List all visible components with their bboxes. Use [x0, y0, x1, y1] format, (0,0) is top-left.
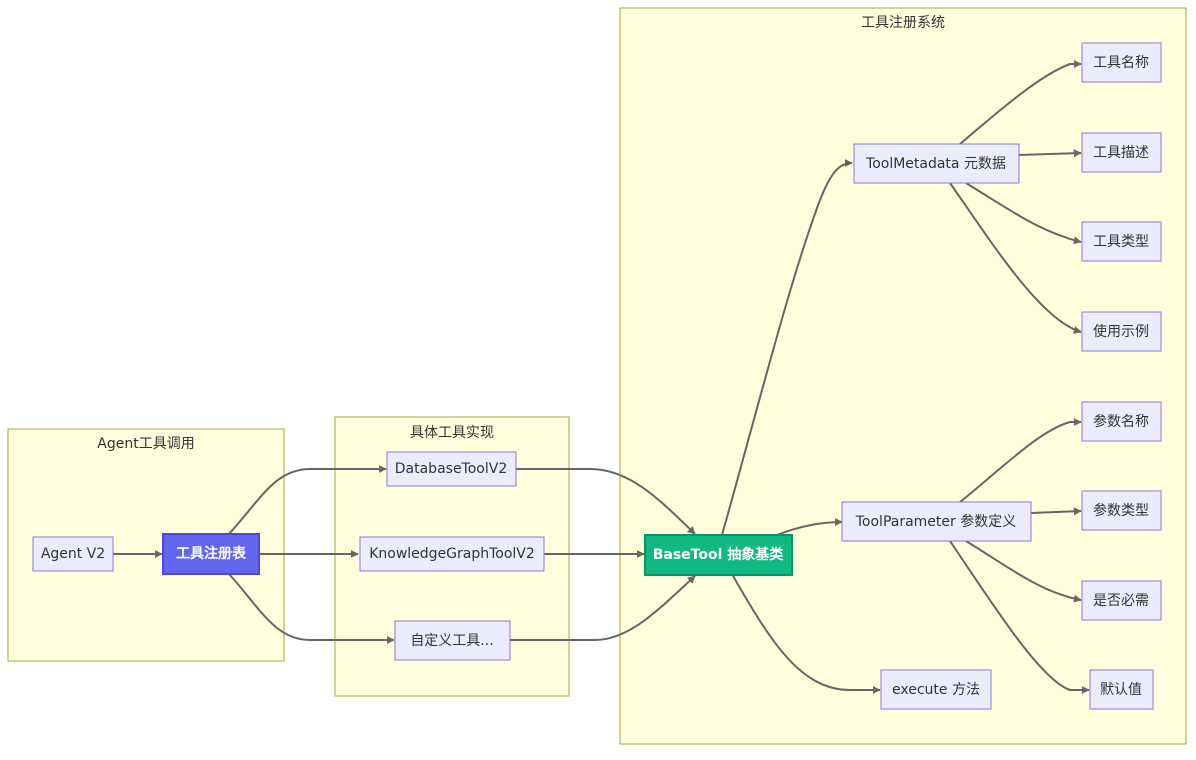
node-tool-parameter-label: ToolParameter 参数定义 [855, 513, 1016, 530]
node-tool-registry[interactable]: 工具注册表 [162, 533, 260, 575]
node-param-name[interactable]: 参数名称 [1081, 401, 1162, 442]
edge-param-paramname [959, 418, 1082, 503]
node-tool-metadata[interactable]: ToolMetadata 元数据 [853, 143, 1020, 184]
edge-customtool-basetool [510, 575, 696, 641]
edge-toolreg-dbtool [228, 465, 387, 535]
edge-toolreg-customtool [228, 573, 395, 644]
edge-basetool-execute [732, 575, 881, 694]
node-custom-tool[interactable]: 自定义工具... [394, 620, 511, 661]
node-default-value[interactable]: 默认值 [1089, 669, 1154, 710]
node-param-name-label: 参数名称 [1093, 413, 1149, 430]
node-database-tool-label: DatabaseToolV2 [395, 461, 507, 477]
edge-metadata-tooldesc [1018, 149, 1082, 158]
node-required-label: 是否必需 [1093, 593, 1149, 609]
node-usage-example[interactable]: 使用示例 [1081, 311, 1162, 352]
node-param-type[interactable]: 参数类型 [1081, 490, 1162, 531]
node-knowledge-graph-tool[interactable]: KnowledgeGraphToolV2 [359, 536, 545, 572]
node-default-value-label: 默认值 [1100, 682, 1142, 698]
cluster-agent-label: Agent工具调用 [97, 436, 194, 452]
edge-param-paramtype [1030, 507, 1082, 516]
cluster-registry: 工具注册系统 [619, 7, 1187, 745]
node-knowledge-graph-tool-label: KnowledgeGraphToolV2 [369, 546, 535, 562]
edge-metadata-example [949, 182, 1082, 334]
cluster-registry-label: 工具注册系统 [861, 15, 945, 31]
node-tool-name-label: 工具名称 [1093, 55, 1149, 71]
node-base-tool-label: BaseTool 抽象基类 [653, 546, 785, 563]
node-tool-name[interactable]: 工具名称 [1081, 42, 1162, 83]
node-tool-description-label: 工具描述 [1093, 145, 1149, 161]
edge-metadata-toolname [959, 60, 1082, 145]
edge-dbtool-basetool [516, 468, 696, 535]
node-param-type-label: 参数类型 [1093, 502, 1149, 519]
node-base-tool[interactable]: BaseTool 抽象基类 [644, 534, 793, 576]
edge-basetool-param [776, 518, 843, 536]
node-agent-v2[interactable]: Agent V2 [32, 536, 114, 572]
edge-metadata-tooltype [965, 182, 1082, 245]
node-usage-example-label: 使用示例 [1093, 323, 1149, 340]
node-tool-description[interactable]: 工具描述 [1081, 132, 1162, 173]
node-custom-tool-label: 自定义工具... [410, 633, 493, 649]
node-agent-v2-label: Agent V2 [41, 546, 105, 562]
node-tool-registry-label: 工具注册表 [176, 545, 247, 562]
node-tool-parameter[interactable]: ToolParameter 参数定义 [841, 501, 1032, 542]
edge-param-required [965, 540, 1082, 603]
node-execute-method[interactable]: execute 方法 [880, 669, 992, 710]
cluster-impl-label: 具体工具实现 [410, 425, 494, 441]
node-execute-method-label: execute 方法 [892, 682, 980, 698]
node-required[interactable]: 是否必需 [1081, 580, 1162, 621]
node-tool-type-label: 工具类型 [1093, 234, 1149, 250]
node-database-tool[interactable]: DatabaseToolV2 [386, 451, 517, 487]
edges [113, 60, 1090, 694]
edge-basetool-metadata [721, 159, 853, 536]
node-tool-metadata-label: ToolMetadata 元数据 [865, 156, 1006, 172]
node-tool-type[interactable]: 工具类型 [1081, 221, 1162, 262]
edge-param-default [949, 540, 1090, 694]
